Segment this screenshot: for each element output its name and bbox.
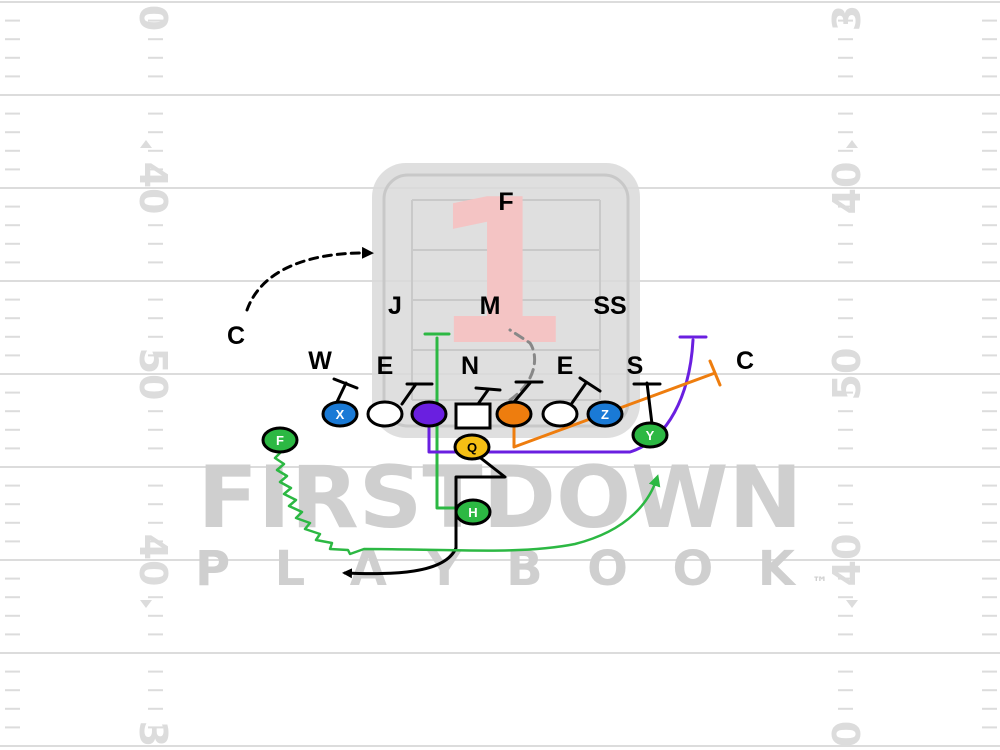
trademark-symbol: ™ <box>812 573 828 592</box>
player-center <box>454 402 492 430</box>
logo-numeral: 1 <box>430 157 569 390</box>
player-h: H <box>454 498 492 526</box>
direction-arrow <box>846 600 858 608</box>
defense: F SS J M C C W E N E S <box>227 188 754 380</box>
defender-corner-left: C <box>227 322 245 350</box>
qb-route <box>342 450 507 579</box>
hash-marks <box>5 1 997 729</box>
yard-number: 40 <box>131 162 175 215</box>
player-q: Q <box>453 433 491 461</box>
player-right-tackle <box>541 400 579 428</box>
defender-linebacker-m: M <box>480 292 501 320</box>
player-left-tackle <box>366 400 404 428</box>
direction-arrow <box>140 600 152 608</box>
f-motion-route <box>273 444 661 556</box>
player-q-label: Q <box>467 440 477 455</box>
player-h-label: H <box>468 505 477 520</box>
defender-free-safety: F <box>498 188 513 216</box>
defender-strong-safety: SS <box>593 292 626 320</box>
yard-number: 3 <box>131 721 175 747</box>
orange-route-cap <box>708 359 722 387</box>
purple-route <box>427 338 695 454</box>
player-left-guard <box>410 400 448 428</box>
player-right-guard <box>495 400 533 428</box>
yard-numbers-left: 0 40 50 40 3 <box>131 5 175 747</box>
direction-arrow <box>846 140 858 148</box>
player-x-label: X <box>336 407 345 422</box>
yard-number: 40 <box>825 162 869 215</box>
player-z: Z <box>586 400 624 428</box>
player-f-label: F <box>276 433 284 448</box>
offense: X Z Y Q H F <box>261 400 669 526</box>
yard-number: 40 <box>131 534 175 587</box>
yard-number: 50 <box>131 348 175 401</box>
yard-number: 0 <box>825 721 869 747</box>
defender-end-right: E <box>557 352 574 380</box>
defender-end-left: E <box>377 352 394 380</box>
yard-number: 0 <box>131 5 175 31</box>
watermark-title: FIRSTDOWN <box>198 448 803 548</box>
block-x <box>332 377 359 406</box>
block-tackle <box>400 382 434 406</box>
yard-number: 50 <box>825 348 869 401</box>
player-f: F <box>261 426 299 454</box>
player-x: X <box>321 400 359 428</box>
logo-badge: 1 <box>372 157 640 438</box>
yard-numbers-right: 3 40 50 40 0 <box>825 5 869 747</box>
corner-rotation-route <box>245 246 374 312</box>
defender-will: W <box>308 347 332 375</box>
h-block-route <box>435 336 457 510</box>
player-y: Y <box>631 421 669 449</box>
player-z-label: Z <box>601 407 609 422</box>
linebacker-drop-route <box>508 328 537 402</box>
block-assignments <box>332 376 662 426</box>
block-guard <box>512 380 544 404</box>
yard-number: 3 <box>825 5 869 31</box>
player-y-label: Y <box>646 428 655 443</box>
defender-corner-right: C <box>736 347 754 375</box>
defender-linebacker-j: J <box>388 292 402 320</box>
block-tackle-right <box>570 376 602 405</box>
block-y <box>632 381 662 426</box>
defender-sam: S <box>627 352 644 380</box>
block-center <box>474 386 502 406</box>
defender-nose: N <box>461 352 479 380</box>
yard-number: 40 <box>825 534 869 587</box>
direction-arrow <box>140 140 152 148</box>
